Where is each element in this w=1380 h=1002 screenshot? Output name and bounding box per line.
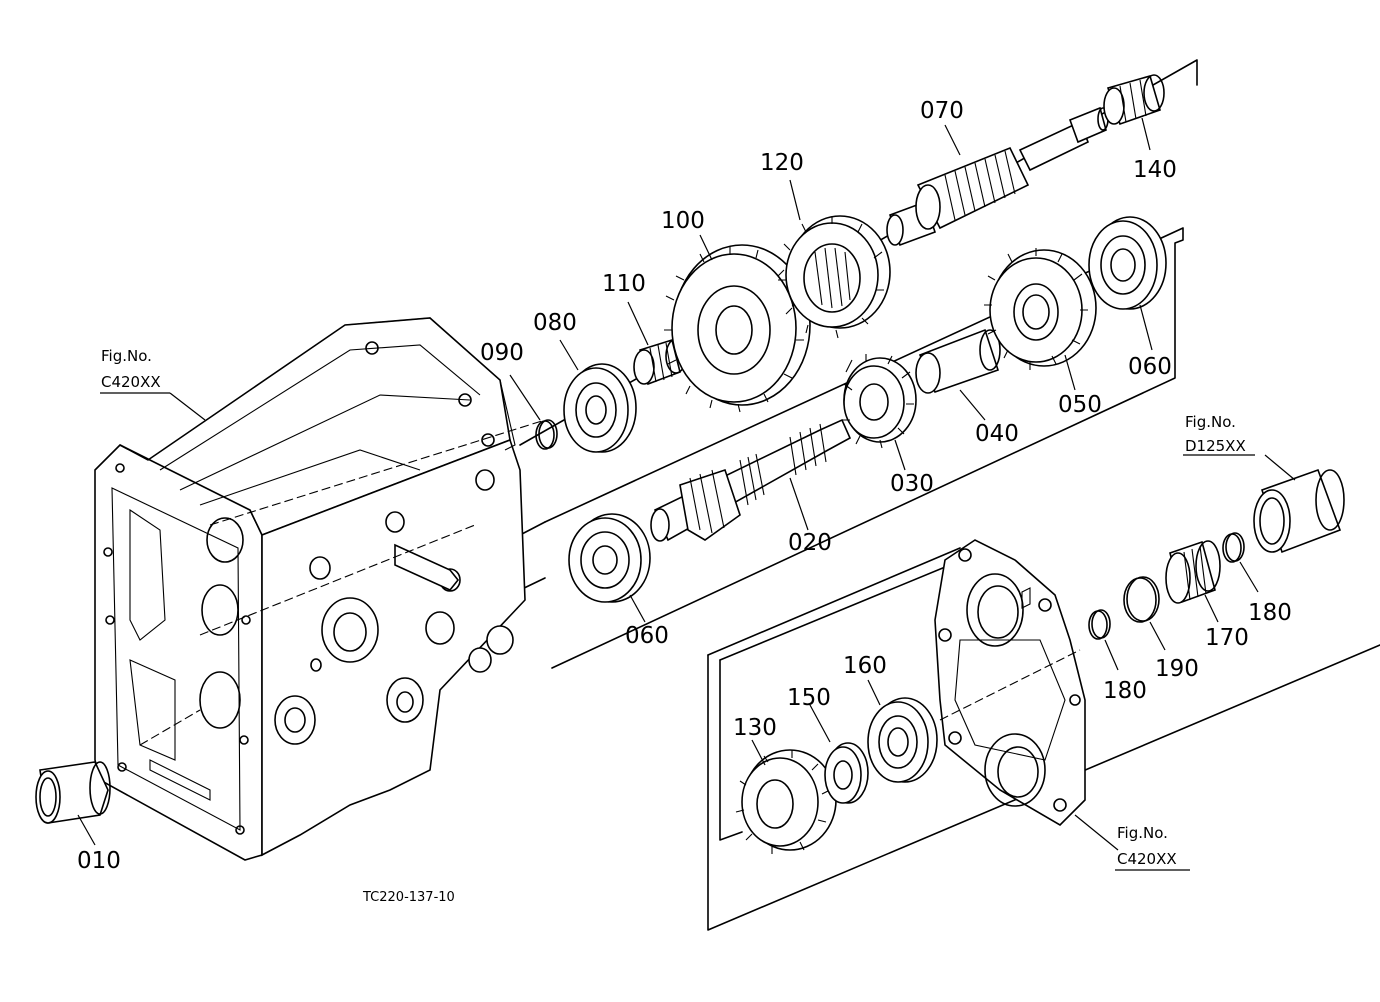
label-060-lower: 060 — [625, 623, 669, 649]
fig-ref-3-code: C420XX — [1117, 850, 1177, 868]
part-180-snap-ring-upper — [1222, 532, 1259, 593]
label-040: 040 — [975, 421, 1019, 447]
part-190-ring — [1123, 576, 1166, 651]
label-130: 130 — [733, 715, 777, 741]
label-090: 090 — [480, 340, 524, 366]
fig-ref-2-prefix: Fig.No. — [1185, 413, 1236, 431]
part-100-gear — [664, 234, 811, 413]
part-180-snap-ring-lower — [1088, 609, 1119, 671]
label-010: 010 — [77, 848, 121, 874]
part-030-gear — [842, 354, 917, 471]
label-070: 070 — [920, 98, 964, 124]
cover-housing — [934, 539, 1119, 851]
part-060-bearing-lower — [568, 513, 651, 623]
part-150-washer — [809, 704, 869, 804]
fig-ref-3-prefix: Fig.No. — [1117, 824, 1168, 842]
part-110-needle-bearing — [627, 301, 687, 386]
fig-ref-2-code: D125XX — [1185, 437, 1246, 455]
label-140: 140 — [1133, 157, 1177, 183]
label-150: 150 — [787, 685, 831, 711]
transmission-case — [94, 317, 546, 861]
label-180-lower: 180 — [1103, 678, 1147, 704]
part-050-gear — [984, 248, 1097, 391]
part-070-shaft — [886, 106, 1109, 247]
drawing-code: TC220-137-10 — [362, 890, 455, 905]
lower-frame — [707, 547, 1380, 931]
part-090-snap-ring — [509, 374, 558, 450]
label-020: 020 — [788, 530, 832, 556]
label-180-upper: 180 — [1248, 600, 1292, 626]
part-040-collar — [915, 328, 1001, 421]
label-080: 080 — [533, 310, 577, 336]
label-060-upper: 060 — [1128, 354, 1172, 380]
label-120: 120 — [760, 150, 804, 176]
part-170-bearing — [1165, 540, 1221, 623]
label-030: 030 — [890, 471, 934, 497]
fig-ref-1-prefix: Fig.No. — [101, 347, 152, 365]
label-050: 050 — [1058, 392, 1102, 418]
label-190: 190 — [1155, 656, 1199, 682]
label-170: 170 — [1205, 625, 1249, 651]
fig-ref-1-code: C420XX — [101, 373, 161, 391]
part-020-shaft — [650, 418, 852, 542]
part-060-bearing-upper — [1088, 216, 1167, 351]
figure-references: Fig.No. C420XX Fig.No. D125XX Fig.No. C4… — [101, 347, 1246, 868]
part-130-gear — [735, 739, 837, 854]
part-160-bearing — [867, 679, 938, 783]
part-120-gear — [778, 179, 891, 339]
part-number-labels: 010 020 030 040 050 060 060 070 080 090 … — [77, 98, 1292, 874]
label-100: 100 — [661, 208, 705, 234]
coupler-d125xx — [1253, 454, 1345, 554]
label-110: 110 — [602, 271, 646, 297]
part-080-bearing — [559, 339, 637, 453]
part-010-bushing — [35, 761, 111, 846]
part-140-needle-bearing — [1103, 74, 1165, 151]
label-160: 160 — [843, 653, 887, 679]
